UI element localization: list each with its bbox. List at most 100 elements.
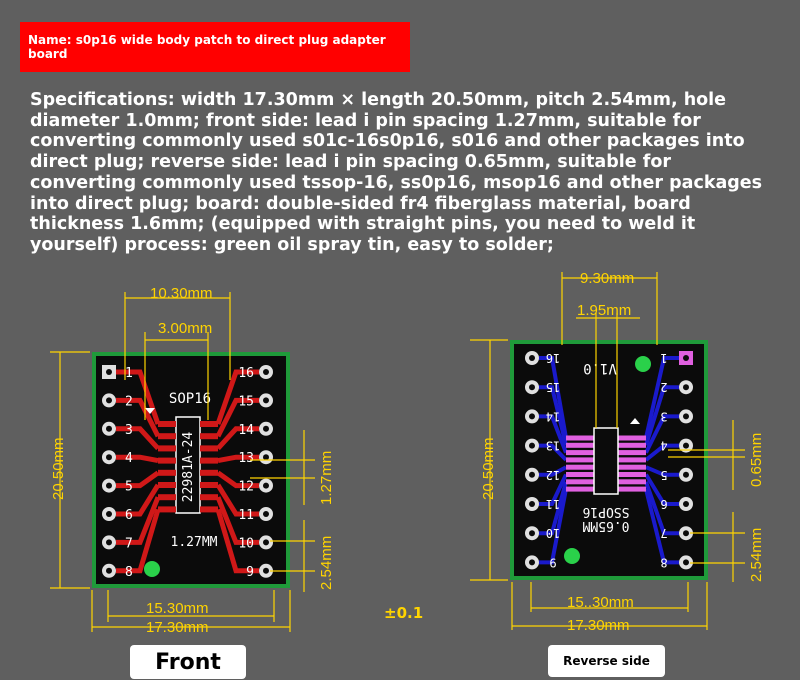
reverse-dim-pitch-pin: 2.54mm (748, 528, 765, 582)
front-fiducial (144, 561, 160, 577)
reverse-smd-pad (618, 435, 646, 441)
reverse-version: V1.0 (583, 360, 617, 376)
front-dim-top-outer: 10.30mm (150, 285, 213, 302)
reverse-side-label: Reverse side (548, 645, 665, 677)
reverse-dimensions (470, 272, 745, 630)
reverse-dimension-labels: 9.30mm 1.95mm 20.50mm 0.65mm 2.54mm 15..… (480, 270, 765, 634)
reverse-pin-label-left: 15 (546, 380, 560, 394)
front-smd-pad (200, 469, 218, 476)
reverse-smd-pad (618, 450, 646, 456)
front-pin-label-left: 5 (125, 480, 133, 495)
front-smd-pad (200, 494, 218, 501)
front-pin-label-right: 13 (238, 451, 254, 466)
front-smd-pad (158, 421, 176, 427)
reverse-fiducial-bottom (564, 548, 580, 564)
front-pin-label-right: 16 (238, 366, 254, 381)
front-smd-pad (158, 482, 176, 488)
front-pin-label-left: 8 (125, 565, 133, 580)
front-pin1-arrow (145, 408, 155, 414)
front-pin-label-right: 11 (238, 508, 254, 523)
front-dimension-labels: 10.30mm 3.00mm 20.50mm 1.27mm 2.54mm 15.… (50, 285, 335, 636)
front-dim-pitch-smd: 1.27mm (318, 451, 335, 505)
front-dim-pitch-pin: 2.54mm (318, 536, 335, 590)
reverse-pin1-arrow (630, 418, 640, 424)
product-name-banner: Name: s0p16 wide body patch to direct pl… (20, 22, 410, 72)
front-chip-outline (175, 416, 201, 514)
tolerance-label: ±0.1 (384, 604, 424, 622)
reverse-dim-top-outer: 9.30mm (580, 270, 634, 287)
front-pin-label-left: 2 (125, 394, 133, 409)
reverse-smd-pad (566, 442, 594, 448)
reverse-pin-label-left: 11 (546, 497, 560, 511)
reverse-smd-pad (618, 464, 646, 470)
reverse-chip-text-2: 0.65MM (582, 518, 629, 533)
front-pin-label-right: 10 (238, 536, 254, 551)
front-pin-label-left: 3 (125, 423, 133, 438)
reverse-smd-pad (618, 457, 646, 463)
front-chip-part: 22981A-24 (181, 432, 196, 503)
front-dim-bottom-outer: 17.30mm (146, 619, 209, 636)
reverse-pin-label-right: 2 (660, 380, 667, 394)
front-smd-pad (158, 433, 176, 440)
reverse-dim-bottom-inner: 15..30mm (567, 594, 634, 611)
reverse-dim-top-inner: 1.95mm (577, 302, 631, 319)
reverse-chip-text-1: SSOP16 (583, 504, 630, 519)
reverse-traces (539, 356, 679, 565)
reverse-smd-pad (618, 486, 646, 492)
reverse-smd-pads (566, 435, 646, 492)
reverse-pin-label-right: 4 (660, 439, 667, 453)
front-smd-pad (200, 457, 218, 464)
reverse-pin-label-left: 14 (546, 409, 560, 423)
reverse-pin-label-left: 16 (546, 351, 560, 365)
reverse-pin-label-left: 10 (546, 526, 560, 540)
reverse-smd-pad (566, 435, 594, 441)
reverse-pin-label-right: 5 (660, 468, 667, 482)
front-pin-label-left: 4 (125, 451, 133, 466)
front-smd-pad (158, 469, 176, 476)
front-pin-label-left: 7 (125, 536, 133, 551)
specifications-text: Specifications: width 17.30mm × length 2… (30, 90, 763, 255)
reverse-dim-bottom-outer: 17.30mm (567, 617, 630, 634)
front-dim-top-inner: 3.00mm (158, 320, 212, 337)
reverse-pin-label-left: 13 (546, 439, 560, 453)
front-smd-pad (200, 433, 218, 440)
reverse-smd-pad (566, 450, 594, 456)
front-pin-label-right: 9 (246, 565, 254, 580)
front-smd-pad (158, 494, 176, 501)
front-chip-title: SOP16 (169, 391, 211, 407)
front-side-label: Front (130, 645, 246, 679)
reverse-smd-pad (618, 472, 646, 477)
front-pin-label-left: 6 (125, 508, 133, 523)
front-smd-pads (158, 421, 218, 513)
front-smd-pad (200, 445, 218, 452)
reverse-smd-pad (566, 479, 594, 485)
reverse-smd-pad (618, 479, 646, 485)
reverse-dim-left: 20.50mm (480, 437, 497, 500)
product-name: Name: s0p16 wide body patch to direct pl… (28, 33, 386, 61)
reverse-chip-outline (593, 427, 619, 495)
front-dim-left: 20.50mm (50, 437, 67, 500)
front-pin-label-left: 1 (125, 366, 133, 381)
reverse-board-body (514, 344, 704, 576)
reverse-fiducial-top (635, 356, 651, 372)
front-smd-pad (200, 482, 218, 488)
reverse-smd-pad (566, 464, 594, 470)
front-smd-pad (200, 506, 218, 513)
front-dimensions (50, 292, 315, 632)
front-pin-label-right: 12 (238, 480, 254, 495)
reverse-pin-label-right: 8 (660, 555, 667, 569)
front-pitch-text: 1.27MM (171, 535, 218, 550)
reverse-smd-pad (618, 442, 646, 448)
reverse-dim-pitch-smd: 0.65mm (748, 433, 765, 487)
front-pin-label-right: 14 (238, 423, 254, 438)
reverse-pin-label-right: 7 (660, 526, 667, 540)
front-traces (116, 369, 259, 574)
reverse-pin-label-left: 9 (549, 555, 556, 569)
front-smd-pad (200, 421, 218, 427)
front-board-body (96, 356, 286, 584)
reverse-pin-label-right: 1 (660, 351, 667, 365)
